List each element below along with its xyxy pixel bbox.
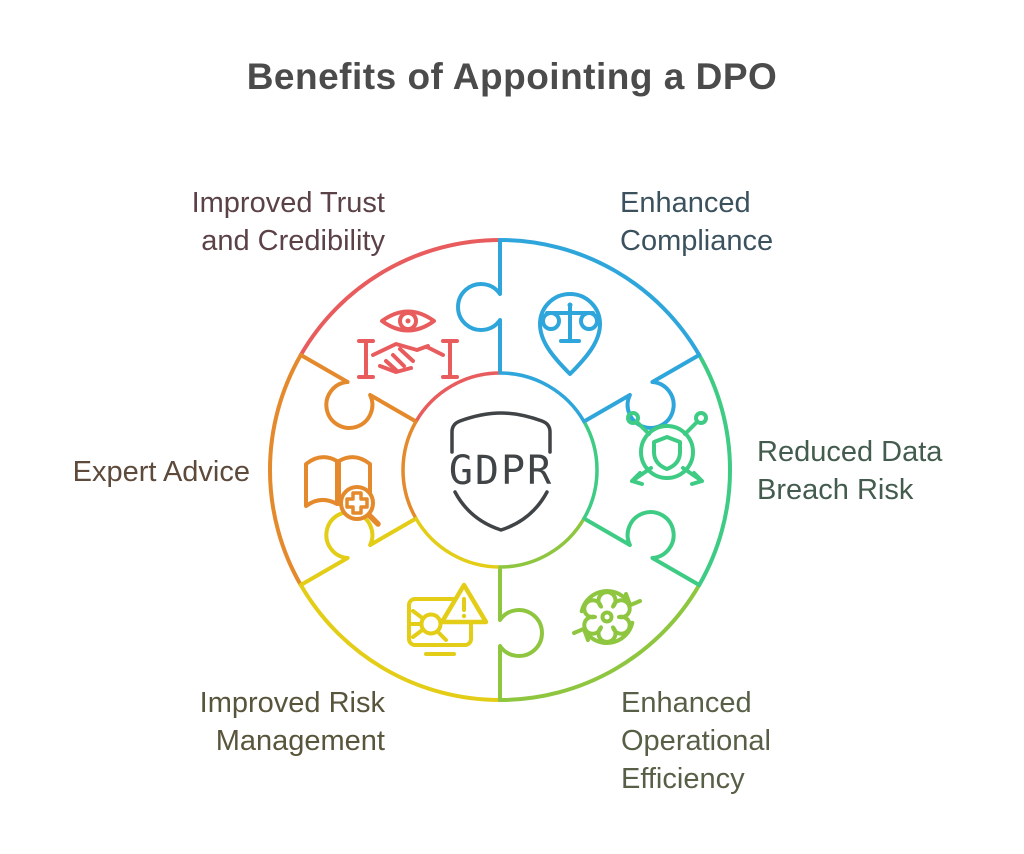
node-link-ne (683, 421, 698, 436)
gear-petals (582, 590, 632, 644)
segment-arc-compliance (498, 238, 702, 357)
shield-top (450, 411, 552, 454)
handshake-lower-hand (378, 364, 413, 374)
handshake-left-post (357, 339, 375, 379)
segment-arc-efficiency (498, 583, 702, 702)
puzzle-boundaries (298, 238, 702, 702)
handshake-left-arm (371, 342, 430, 357)
gdpr-label: GDPR (449, 448, 553, 494)
label-risk-management: Improved Risk Management (199, 687, 385, 757)
eye-handshake-icon (357, 309, 459, 379)
puzzle-tab-top (456, 238, 502, 375)
book-magnifier-icon (304, 455, 381, 527)
bug-tail (436, 630, 448, 642)
hub-arc-risk (414, 516, 502, 569)
eye-outline (380, 309, 436, 333)
hub-ring (401, 371, 599, 569)
label-operational-efficiency: Enhanced Operational Efficiency (621, 687, 771, 795)
outer-rim (267, 238, 733, 702)
label-reduced-breach: Reduced Data Breach Risk (757, 436, 943, 506)
page-title: Benefits of Appointing a DPO (246, 56, 778, 97)
book-left-page (304, 455, 339, 508)
label-enhanced-compliance: Enhanced Compliance (620, 187, 774, 257)
gear-refresh-icon (572, 589, 642, 645)
puzzle-tab-lower-right (582, 510, 702, 587)
hub-arc-compliance (498, 371, 586, 424)
segment-arc-trust (298, 238, 502, 357)
segment-arc-breach (697, 353, 733, 587)
puzzle-tab-upper-left (298, 353, 418, 430)
magnifier-lens (339, 485, 375, 521)
segment-arc-advice (267, 353, 303, 587)
hub-arc-advice (401, 419, 418, 521)
arrow-se (681, 466, 704, 486)
scales-right-pan (579, 311, 599, 331)
gdpr-shield-icon (450, 411, 552, 532)
scales-location-pin-icon (538, 292, 602, 376)
scales-left-pan (541, 311, 561, 331)
node-ne (694, 411, 708, 425)
shield-network-icon (626, 411, 708, 486)
handshake-right-post (441, 339, 459, 379)
hub-arc-efficiency (498, 516, 586, 569)
hub-arc-trust (414, 371, 502, 424)
puzzle-tab-lower-left (298, 510, 418, 587)
eye-iris (398, 311, 418, 331)
bug-legs (408, 609, 423, 639)
handshake-right-arm (425, 345, 445, 357)
refresh-arrow-top (579, 589, 642, 614)
magnifier-handle (366, 512, 381, 527)
eye-pupil (405, 318, 411, 324)
small-shield (652, 435, 682, 471)
node-nw (626, 411, 640, 425)
label-improved-trust: Improved Trust and Credibility (191, 187, 385, 257)
warning-dot (461, 613, 467, 619)
gear-hub (600, 610, 614, 624)
handshake-fingers (384, 347, 415, 372)
segment-arc-risk (298, 583, 502, 702)
hub-arc-breach (582, 419, 599, 521)
hub-circle (403, 373, 597, 567)
puzzle-tab-upper-right (582, 353, 702, 430)
label-expert-advice: Expert Advice (72, 456, 250, 488)
shield-bottom (453, 490, 549, 532)
plus-cross (345, 491, 369, 515)
puzzle-tab-bottom (498, 565, 544, 702)
monitor-bug-alert-icon (407, 582, 489, 656)
network-circle (639, 424, 695, 480)
arrow-sw (630, 466, 653, 486)
refresh-arrow-bottom (572, 620, 635, 645)
node-link-nw (636, 421, 651, 436)
